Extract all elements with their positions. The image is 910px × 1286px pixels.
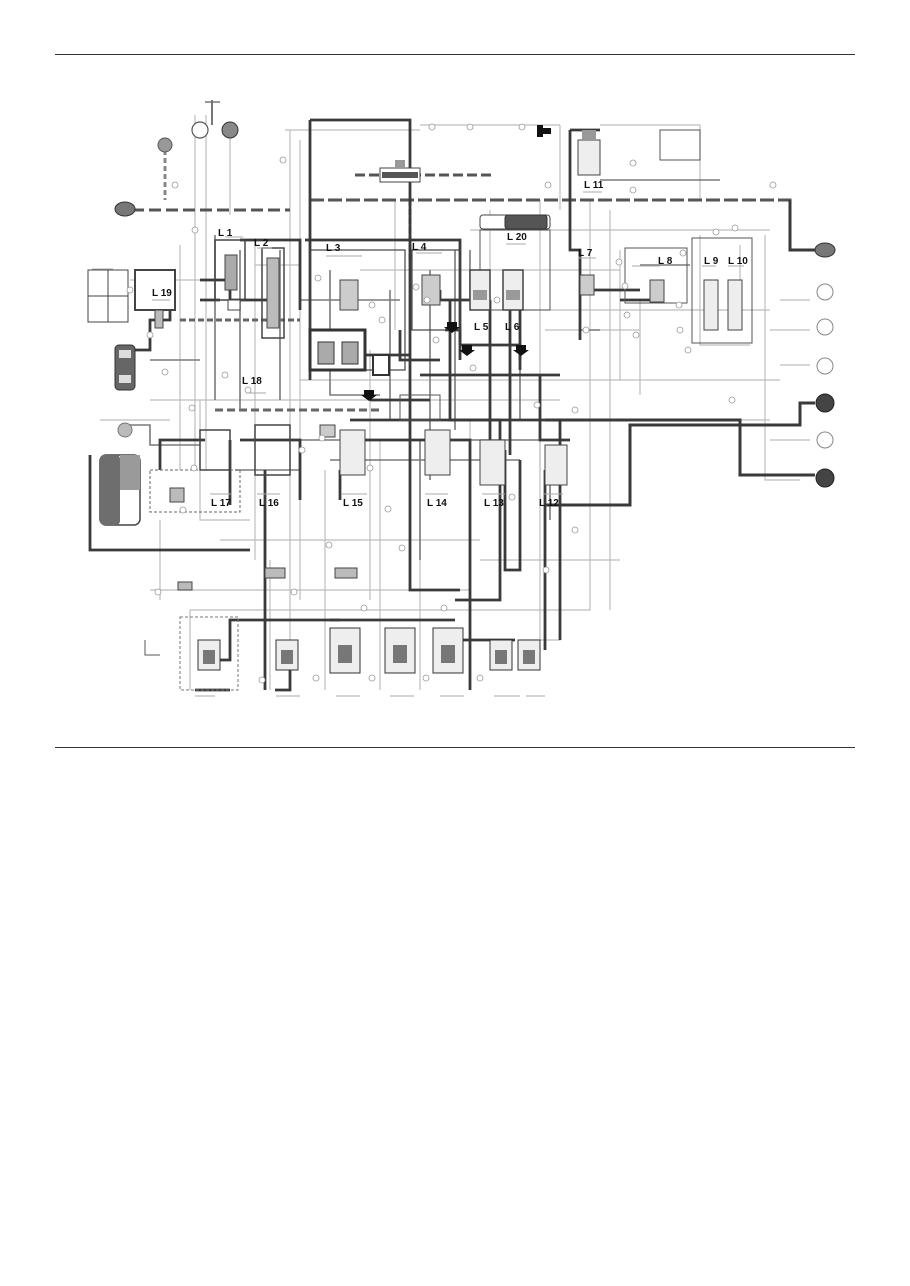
reference-bubbles	[126, 123, 777, 684]
check-valve-markers	[361, 125, 551, 401]
label-l8: L 8	[658, 256, 673, 267]
valves-l7-l8	[579, 247, 688, 304]
label-l19: L 19	[152, 288, 172, 299]
label-l12: L 12	[539, 498, 559, 509]
label-l11: L 11	[584, 180, 604, 191]
right-port-lines	[545, 200, 815, 507]
valve-l11	[577, 129, 701, 176]
label-l7: L 7	[578, 248, 593, 259]
cylinders-l5-l6	[469, 269, 524, 311]
left-tank-block	[87, 269, 176, 526]
top-gauges	[114, 100, 239, 217]
label-l6: L 6	[505, 322, 520, 333]
label-l3: L 3	[326, 243, 341, 254]
label-l14: L 14	[427, 498, 447, 509]
top-rule	[55, 54, 855, 55]
label-l2: L 2	[254, 238, 269, 249]
label-l13: L 13	[484, 498, 504, 509]
label-l1: L 1	[218, 228, 233, 239]
valves-l9-l10	[691, 237, 753, 344]
valve-block-l4	[411, 249, 461, 331]
label-l5: L 5	[474, 322, 489, 333]
bottom-actuators	[144, 616, 541, 691]
accumulator-l20	[479, 214, 551, 311]
valve-labels: L 1 L 2 L 3 L 4 L 5 L 6 L 7 L 8 L 9 L 10…	[152, 180, 748, 509]
label-l17: L 17	[211, 498, 231, 509]
bottom-rule	[55, 747, 855, 748]
middle-valve-row	[149, 394, 568, 591]
dark-lines	[88, 118, 660, 692]
top-cylinder	[379, 160, 421, 183]
hydraulic-circuit-diagram: L 1 L 2 L 3 L 4 L 5 L 6 L 7 L 8 L 9 L 10…	[87, 100, 836, 697]
label-l16: L 16	[259, 498, 279, 509]
label-l9: L 9	[704, 256, 719, 267]
label-l20: L 20	[507, 232, 527, 243]
caption-marks	[92, 191, 744, 697]
filter-block-l3	[308, 249, 406, 376]
label-l15: L 15	[343, 498, 363, 509]
right-ports	[814, 242, 836, 488]
valve-block-l1-l2	[214, 239, 285, 339]
label-l4: L 4	[412, 242, 427, 253]
label-l18: L 18	[242, 376, 262, 387]
label-l10: L 10	[728, 256, 748, 267]
